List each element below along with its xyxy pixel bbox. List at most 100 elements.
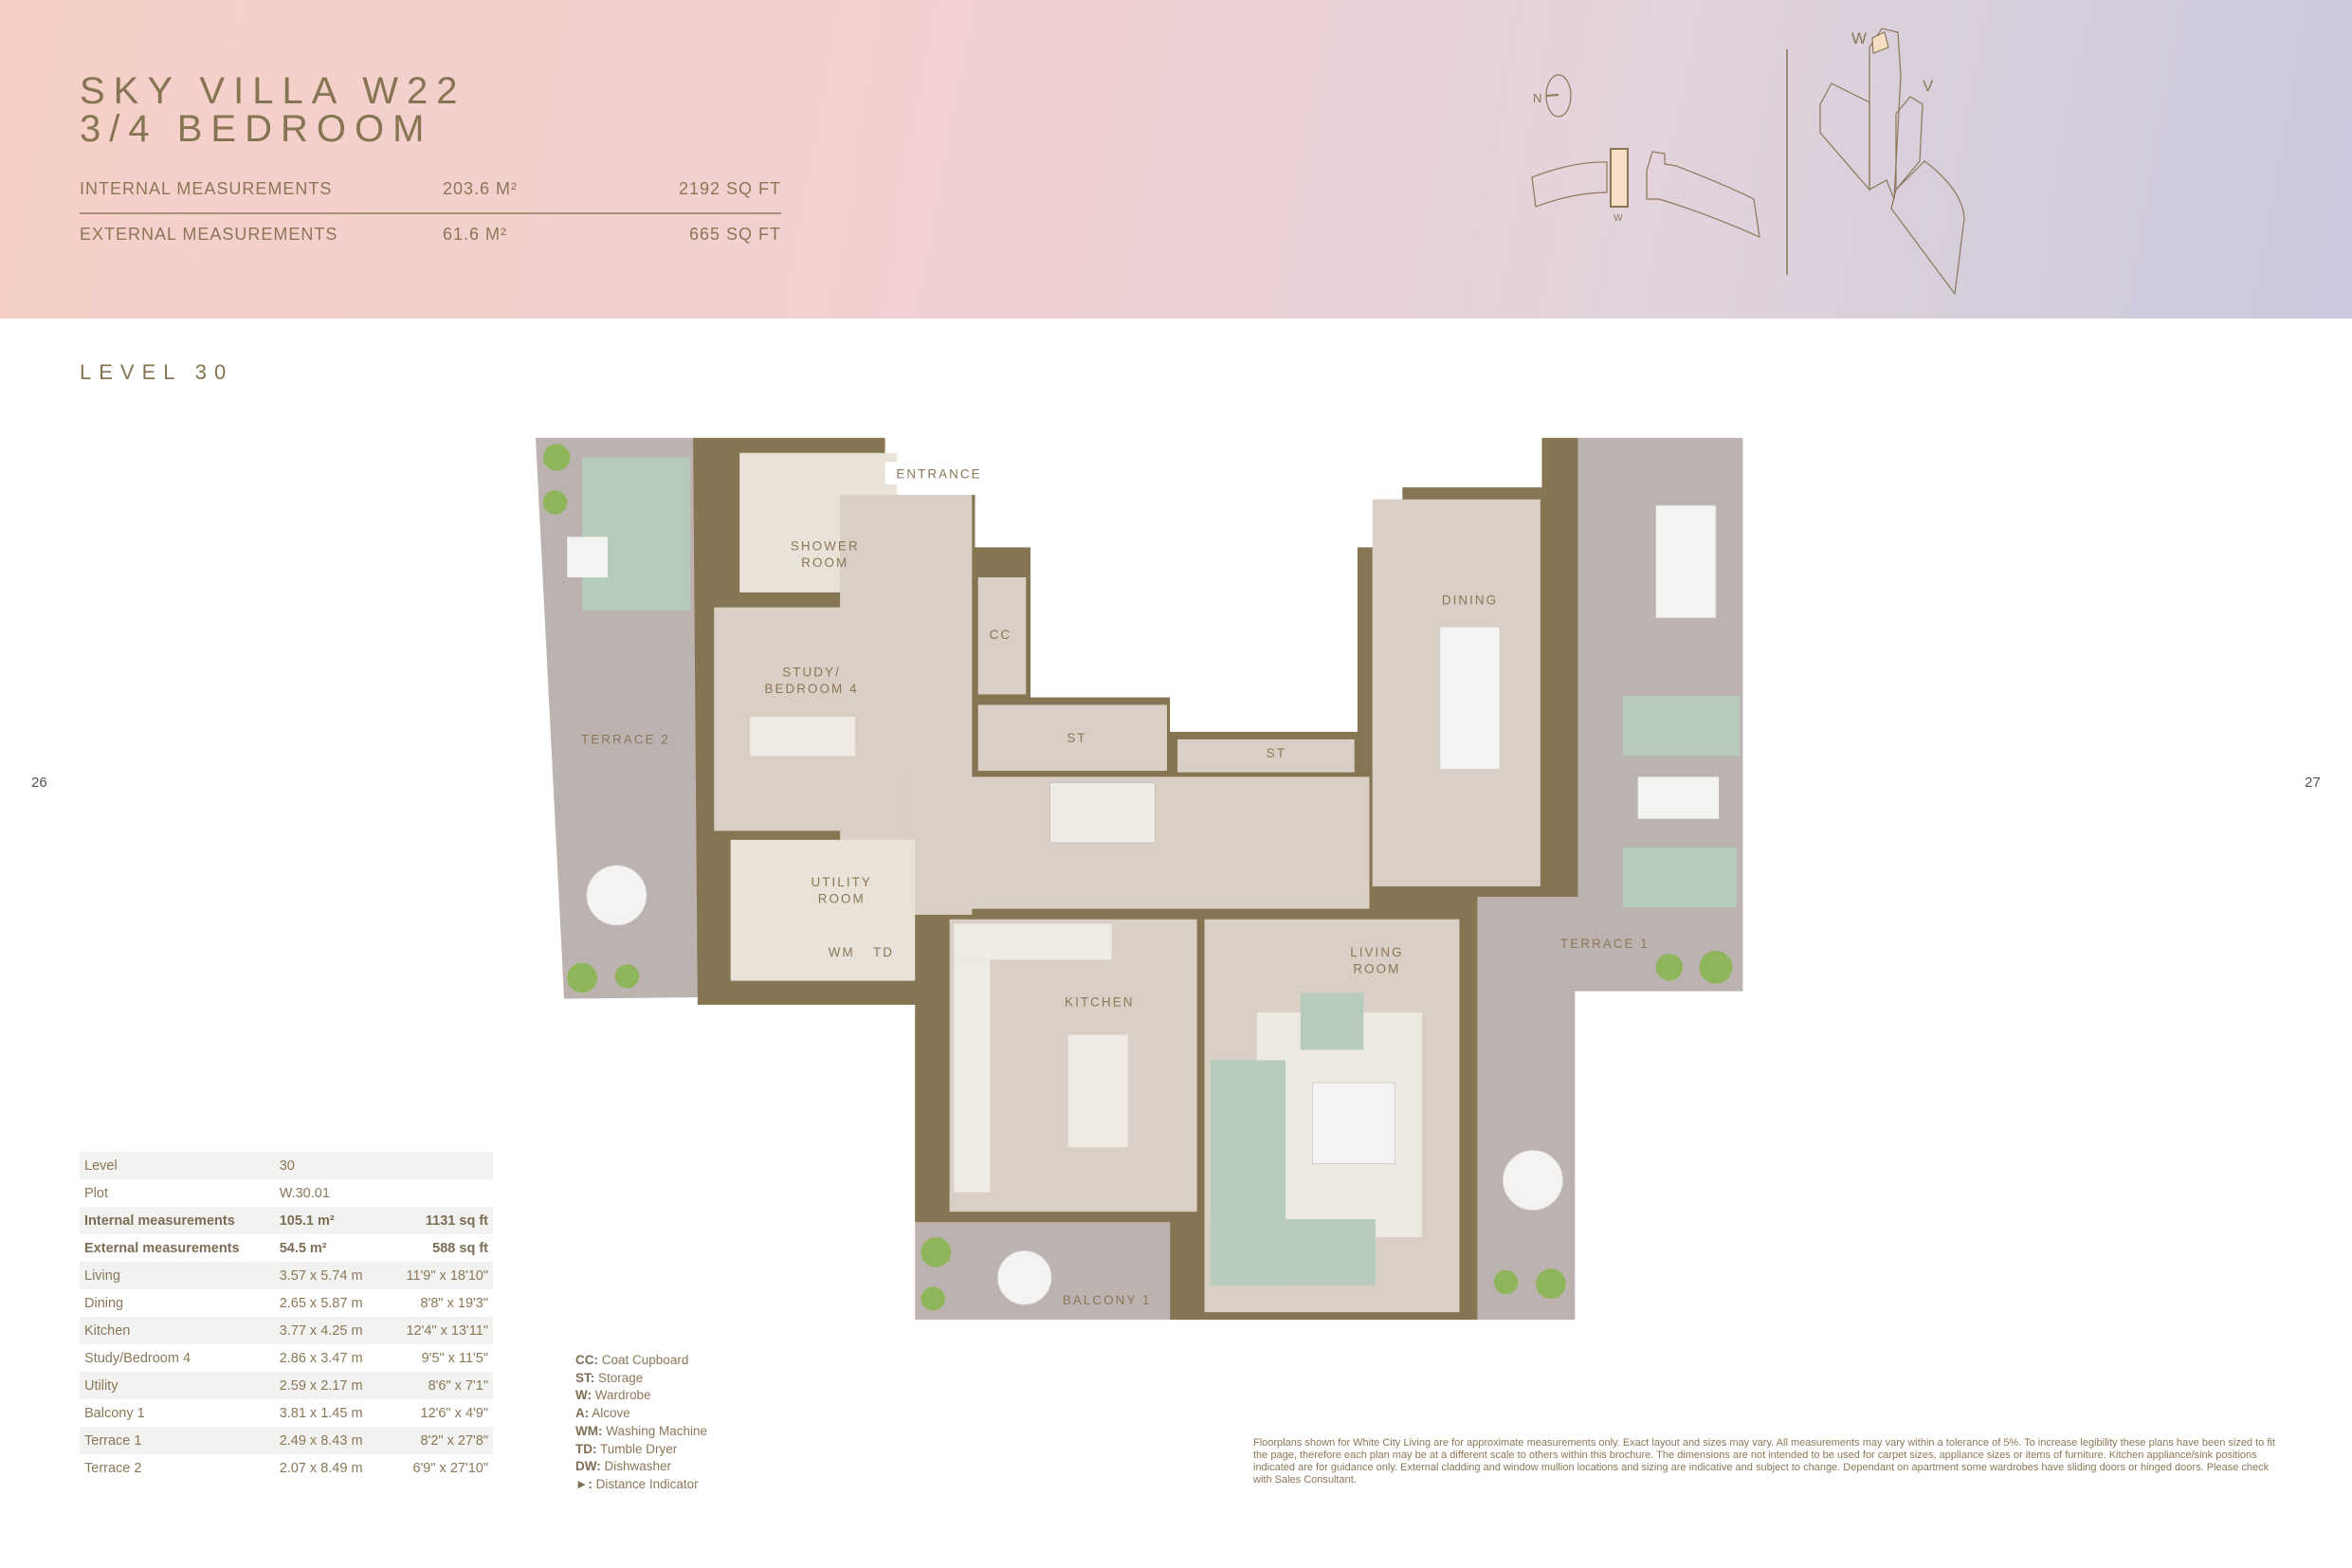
armchair-living xyxy=(1300,993,1364,1050)
external-m2: 61.6 M² xyxy=(443,225,508,244)
label-dining: DINING xyxy=(1442,593,1498,608)
label-st-1: ST xyxy=(1067,731,1086,745)
study-desk xyxy=(750,717,855,757)
label-shower-2: ROOM xyxy=(801,556,848,570)
legend-text: Storage xyxy=(598,1370,644,1385)
label-study-1: STUDY/ xyxy=(782,665,841,679)
spec-name: Balcony 1 xyxy=(84,1405,145,1421)
plant-icon xyxy=(542,490,568,515)
spec-name: Kitchen xyxy=(84,1322,131,1339)
spec-imperial: 8'2" x 27'8" xyxy=(420,1432,488,1449)
spec-imperial: 12'4" x 13'11" xyxy=(406,1322,488,1339)
external-sqft: 665 SQ FT xyxy=(688,225,781,244)
title-line-1: SKY VILLA W22 xyxy=(80,70,466,112)
legend-item: TD: Tumble Dryer xyxy=(575,1441,707,1459)
key-plan: N W W V xyxy=(1531,27,1965,296)
label-terrace-1: TERRACE 1 xyxy=(1560,937,1650,951)
external-label: EXTERNAL MEASUREMENTS xyxy=(80,225,338,244)
spec-imperial: 588 sq ft xyxy=(432,1240,488,1256)
terrace1-coffee-table xyxy=(1637,776,1720,819)
spec-imperial xyxy=(385,1152,493,1179)
storage-1 xyxy=(977,704,1167,772)
internal-m2: 203.6 M² xyxy=(443,179,519,198)
spec-imperial: 8'6" x 7'1" xyxy=(428,1377,488,1394)
spec-metric: 30 xyxy=(279,1158,295,1174)
disclaimer: Floorplans shown for White City Living a… xyxy=(1253,1437,2275,1486)
spec-imperial: 11'9" x 18'10" xyxy=(406,1267,488,1284)
terrace-1 xyxy=(1477,437,1743,1321)
legend-abbr: TD: xyxy=(575,1441,597,1456)
measurements-divider xyxy=(80,212,781,214)
coat-cupboard xyxy=(977,577,1027,695)
legend-item: WM: Washing Machine xyxy=(575,1423,707,1441)
terrace2-side-table xyxy=(567,537,608,578)
spec-name: Utility xyxy=(84,1377,119,1394)
spec-metric: 2.07 x 8.49 m xyxy=(279,1460,363,1476)
coffee-table xyxy=(1312,1082,1395,1164)
legend-abbr: ST: xyxy=(575,1370,595,1385)
terrace2-round-table xyxy=(586,865,647,926)
legend-item: CC: Coat Cupboard xyxy=(575,1352,707,1370)
spec-name: Terrace 1 xyxy=(84,1432,142,1449)
spec-metric: 2.49 x 8.43 m xyxy=(279,1432,363,1449)
legend-abbr: W: xyxy=(575,1388,592,1403)
header-banner: SKY VILLA W22 3/4 BEDROOM INTERNAL MEASU… xyxy=(0,0,2352,319)
spec-metric: 54.5 m² xyxy=(279,1240,327,1256)
sofa-living-base xyxy=(1210,1219,1376,1285)
spec-metric: W.30.01 xyxy=(279,1185,330,1201)
site-block-w-highlight xyxy=(1610,148,1629,208)
label-utility-2: ROOM xyxy=(818,891,866,905)
stairs xyxy=(1049,782,1156,844)
site-block-east xyxy=(1646,151,1760,238)
plant-icon xyxy=(614,964,640,989)
tower-w xyxy=(1869,27,1902,200)
label-study-2: BEDROOM 4 xyxy=(764,682,858,696)
label-terrace-2: TERRACE 2 xyxy=(581,733,670,747)
legend-text: Tumble Dryer xyxy=(600,1441,678,1456)
spec-metric: 3.81 x 1.45 m xyxy=(279,1405,363,1421)
floor-plan: ENTRANCE SHOWER ROOM CC STUDY/ BEDROOM 4… xyxy=(536,437,1743,1321)
terrace1-sofa-2 xyxy=(1622,847,1738,908)
spec-metric: 105.1 m² xyxy=(279,1212,335,1229)
table-row: Level 30 xyxy=(80,1152,493,1179)
legend-text: Dishwasher xyxy=(604,1459,672,1474)
dining-table xyxy=(1439,626,1501,770)
legend-item: A: Alcove xyxy=(575,1405,707,1423)
label-st-2: ST xyxy=(1267,746,1286,760)
tower-v-label: V xyxy=(1923,77,1934,95)
label-wm: WM xyxy=(829,945,855,959)
legend-item: ST: Storage xyxy=(575,1370,707,1388)
spec-name: Level xyxy=(84,1158,118,1174)
balcony-round-table xyxy=(996,1249,1052,1305)
plant-icon xyxy=(1536,1268,1566,1299)
legend-abbr: ►: xyxy=(575,1476,593,1491)
spec-metric: 2.86 x 3.47 m xyxy=(279,1350,363,1366)
legend-text: Distance Indicator xyxy=(595,1476,699,1491)
terrace1-sofa-1 xyxy=(1622,696,1741,757)
block-label: W xyxy=(1614,213,1623,224)
legend-item: DW: Dishwasher xyxy=(575,1458,707,1476)
label-td: TD xyxy=(873,945,894,959)
plant-icon xyxy=(1699,950,1733,984)
plant-icon xyxy=(921,1237,952,1267)
tower-v xyxy=(1895,96,1924,191)
spec-name: Living xyxy=(84,1267,120,1284)
plant-icon xyxy=(1493,1269,1519,1295)
spec-name: Terrace 2 xyxy=(84,1460,142,1476)
spec-imperial: 9'5" x 11'5" xyxy=(421,1350,488,1366)
page-number-right: 27 xyxy=(2305,775,2321,791)
spec-name: External measurements xyxy=(84,1240,240,1256)
spec-metric: 2.65 x 5.87 m xyxy=(279,1295,363,1311)
page-title: SKY VILLA W22 3/4 BEDROOM xyxy=(80,72,466,148)
plant-icon xyxy=(542,444,571,471)
podium-buildings xyxy=(1819,82,1965,296)
legend-item: W: Wardrobe xyxy=(575,1387,707,1405)
kitchen-counter-side xyxy=(954,959,991,1193)
spec-imperial xyxy=(385,1179,493,1207)
